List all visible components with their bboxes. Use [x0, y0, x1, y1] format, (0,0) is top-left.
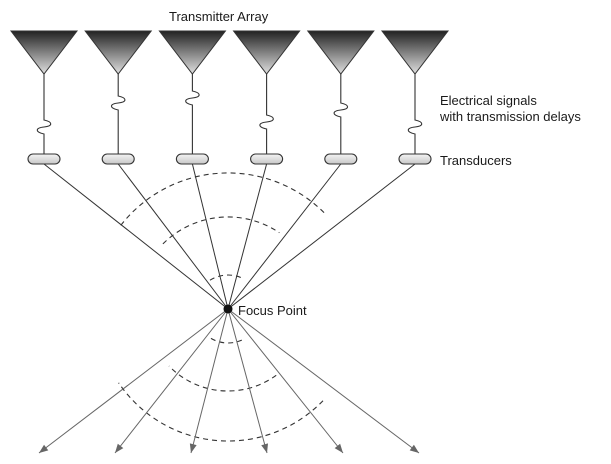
antenna-triangle: [9, 30, 79, 75]
transmitter-array-label: Transmitter Array: [169, 9, 269, 24]
upper-wavefront-inner: [209, 274, 243, 281]
transmitter-array: [9, 30, 450, 165]
transmitter-3: [158, 30, 227, 165]
electrical-signals-label: Electrical signals with transmission del…: [440, 93, 581, 125]
incoming-beam: [43, 163, 229, 310]
electrical-signals-line-1: Electrical signals: [440, 93, 537, 108]
incoming-beam: [117, 163, 229, 310]
antenna-triangle: [232, 30, 301, 75]
transmitter-2: [84, 30, 153, 165]
electrical-signals-line-2: with transmission delays: [440, 109, 581, 124]
arrowhead: [115, 443, 124, 453]
arrowhead: [334, 443, 343, 453]
signal-wire: [110, 74, 126, 154]
outgoing-beam: [38, 308, 229, 454]
antenna-triangle: [380, 30, 450, 75]
focus-point-dot: [223, 304, 233, 314]
signal-wire: [185, 74, 200, 154]
outgoing-beam: [114, 308, 229, 454]
incoming-beam: [227, 163, 342, 310]
transmitter-1: [9, 30, 79, 165]
upper-wavefront-middle: [162, 216, 280, 245]
incoming-beam: [227, 163, 268, 310]
antenna-triangle: [306, 30, 375, 75]
arrowhead: [261, 443, 269, 453]
outgoing-beam: [227, 308, 420, 454]
antenna-triangle: [84, 30, 153, 75]
lower-wavefront-middle: [168, 365, 277, 392]
outgoing-beam: [227, 308, 344, 454]
transducer-4: [250, 153, 284, 165]
antenna-triangle: [158, 30, 227, 75]
arrowhead: [409, 444, 419, 453]
transmitter-6: [380, 30, 450, 165]
outgoing-beam: [190, 308, 229, 454]
transducer-3: [175, 153, 209, 165]
incoming-beam: [191, 163, 229, 310]
focus-point-label: Focus Point: [238, 303, 307, 318]
signal-wire: [36, 74, 52, 154]
signal-wire: [259, 74, 274, 154]
upper-wavefront-outer: [120, 172, 325, 226]
signal-wire: [407, 74, 423, 154]
arrowhead: [189, 443, 197, 453]
transducers-label: Transducers: [440, 153, 512, 168]
lower-wavefront-inner: [209, 337, 243, 344]
signal-wire: [333, 74, 349, 154]
lower-wavefront-outer: [118, 382, 324, 442]
wavefront-arcs: [118, 172, 325, 442]
arrowhead: [39, 444, 49, 453]
beam-lines: [38, 163, 420, 454]
transmitter-5: [306, 30, 375, 165]
transducer-5: [324, 153, 358, 165]
transducer-1: [27, 153, 61, 165]
transducer-6: [398, 153, 432, 165]
focus-point-group: [223, 304, 233, 314]
incoming-beam: [227, 163, 416, 310]
transducer-2: [101, 153, 135, 165]
transmitter-4: [232, 30, 301, 165]
outgoing-beam: [227, 308, 268, 454]
